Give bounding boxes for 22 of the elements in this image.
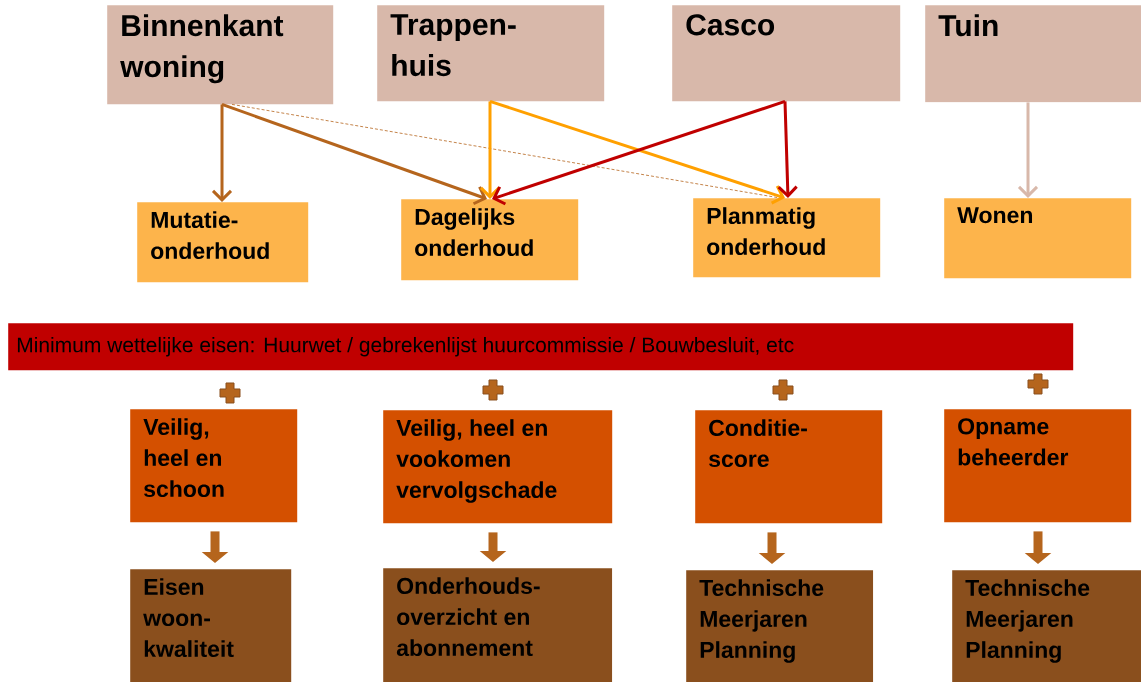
category-box: Trappen- huis [377,5,605,102]
arrow [1017,102,1039,198]
arrow [221,103,487,206]
category-box: Binnenkant woning [107,5,334,105]
category-box: Casco [672,5,901,102]
outcome-box: Onderhouds- overzicht en abonnement [383,568,613,682]
criteria-box: Conditie- score [695,410,883,524]
category-box: Tuin [925,5,1141,103]
arrow [479,101,501,199]
requirements-banner: Minimum wettelijke eisen: Huurwet / gebrekenlijst huurcommissie / Bouwbesluit, etc [8,323,1074,371]
criteria-box: Opname beheerder [944,409,1132,523]
arrow [777,101,798,198]
maintenance-box: Mutatie- onderhoud [137,202,309,283]
criteria-box: Veilig, heel en schoon [130,409,298,523]
maintenance-box: Wonen [944,198,1132,279]
arrow [211,104,233,202]
outcome-box: Technische Meerjaren Planning [952,570,1141,682]
criteria-box: Veilig, heel en vookomen vervolgschade [383,410,613,524]
maintenance-box: Dagelijks onderhoud [401,199,579,281]
outcome-box: Technische Meerjaren Planning [686,570,874,682]
maintenance-box: Planmatig onderhoud [693,198,881,278]
outcome-box: Eisen woon- kwaliteit [130,569,292,682]
